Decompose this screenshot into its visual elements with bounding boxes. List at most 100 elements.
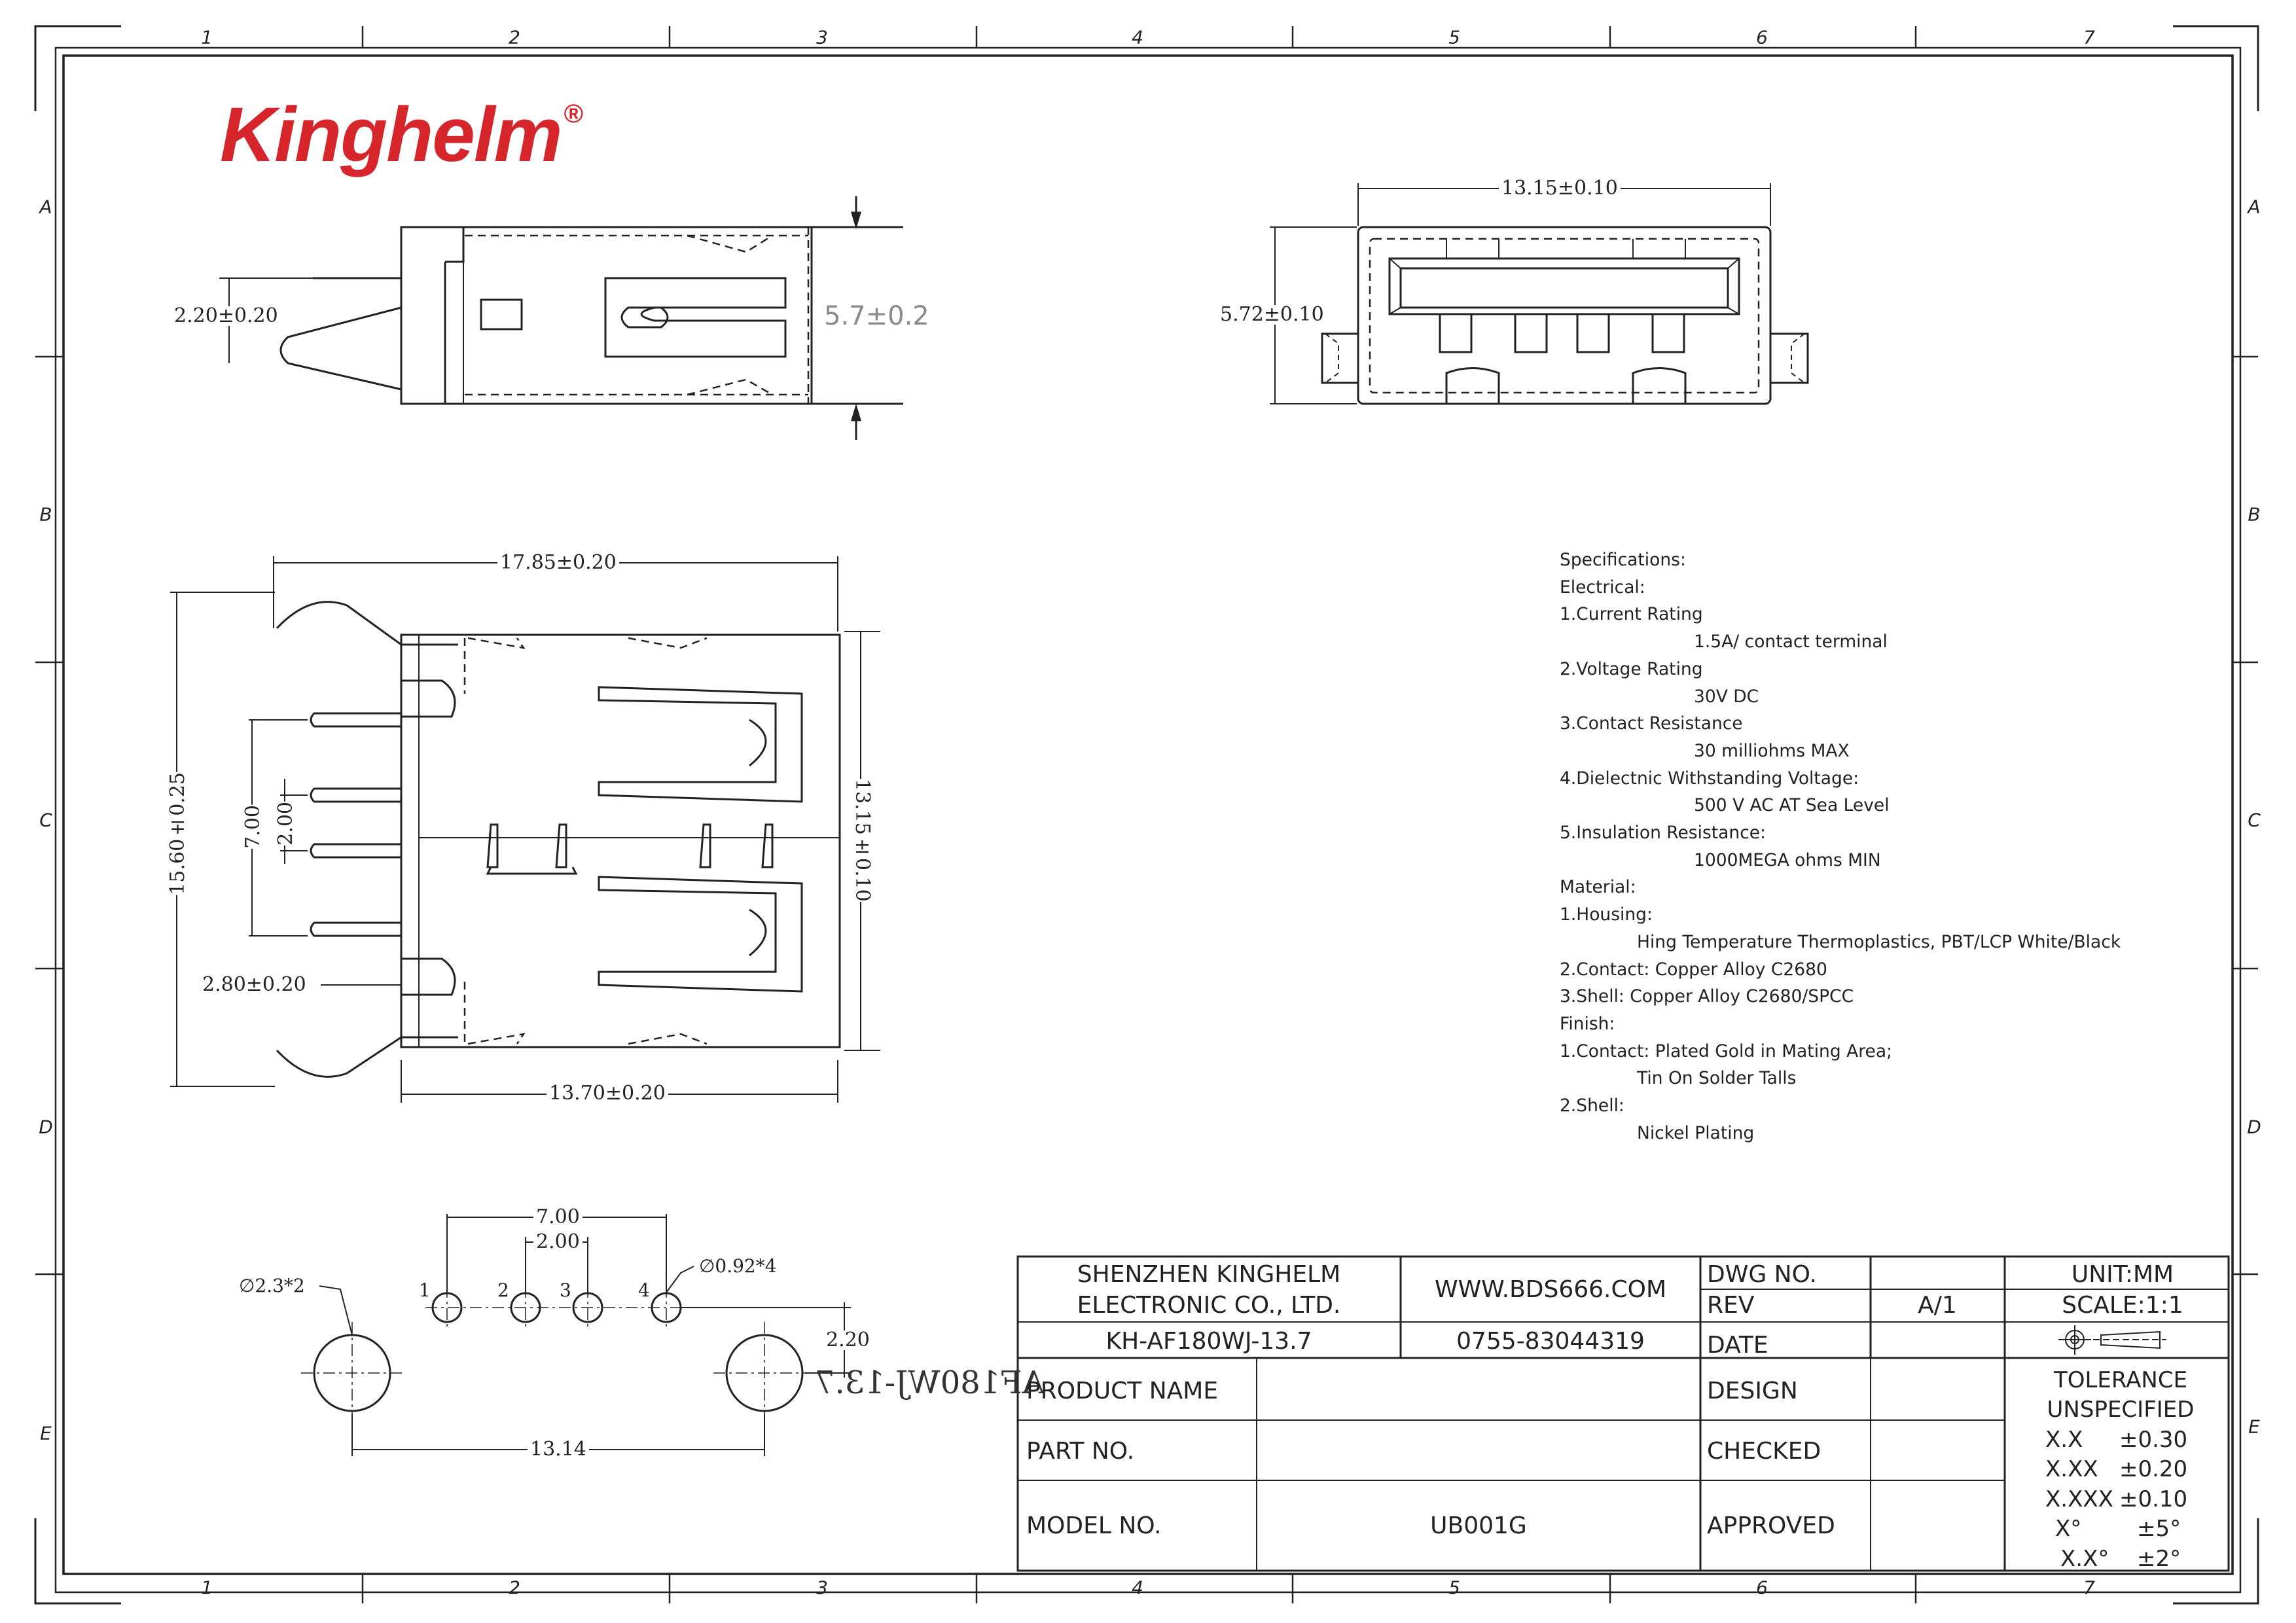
dim-pin-span: 7.00: [241, 805, 266, 849]
pin-label-2: 2: [497, 1279, 509, 1301]
spec-line: 2.Shell:: [1560, 1096, 1624, 1116]
zone-col-1-bottom: 1: [201, 1577, 213, 1599]
zone-col-3-bottom: 3: [816, 1577, 828, 1599]
zone-row-c: C: [39, 809, 52, 831]
dim-body-length: 13.70±0.20: [547, 1084, 668, 1103]
spec-line: 1.Housing:: [1560, 904, 1653, 925]
zone-col-5: 5: [1448, 26, 1460, 48]
tolerance-key: X.X: [2045, 1427, 2083, 1453]
tolerance-title-1: TOLERANCE: [2053, 1367, 2188, 1393]
spec-line: 1.5A/ contact terminal: [1694, 632, 1888, 652]
dim-front-height: 5.72±0.10: [1217, 305, 1327, 325]
website: WWW.BDS666.COM: [1434, 1276, 1667, 1303]
date-label: DATE: [1707, 1332, 1768, 1359]
dim-pin-pitch: 2.00: [274, 802, 298, 846]
spec-line: Hing Temperature Thermoplastics, PBT/LCP…: [1637, 931, 2121, 952]
tolerance-value: ±2°: [2137, 1546, 2181, 1572]
zone-row-b: B: [39, 503, 52, 526]
dwg-no-label: DWG NO.: [1707, 1261, 1817, 1288]
zone-col-1: 1: [201, 26, 213, 48]
kinghelm-logo: Kinghelm®: [220, 90, 584, 179]
zone-row-b-right: B: [2248, 503, 2261, 526]
phone: 0755-83044319: [1456, 1328, 1645, 1355]
spec-line: 4.Dielectnic Withstanding Voltage:: [1560, 768, 1859, 789]
spec-line: 500 V AC AT Sea Level: [1694, 795, 1890, 816]
tolerance-title-2: UNSPECIFIED: [2047, 1397, 2195, 1423]
zone-col-7-bottom: 7: [2083, 1577, 2095, 1599]
spec-line: 2.Contact: Copper Alloy C2680: [1560, 959, 1827, 980]
dim-fp-pitch: 2.00: [533, 1232, 583, 1252]
model-no-value: UB001G: [1430, 1512, 1527, 1539]
spec-line: 1000MEGA ohms MIN: [1694, 849, 1881, 870]
rev-value: A/1: [1918, 1292, 1957, 1319]
mirrored-part-text: AF180WJ-13.7: [815, 1364, 1045, 1401]
model-no-label: MODEL NO.: [1026, 1512, 1162, 1539]
dim-top-width: 15.60±0.25: [166, 772, 190, 895]
tolerance-key: X.XXX: [2045, 1486, 2113, 1512]
front-view: [1270, 183, 1809, 405]
zone-row-c-right: C: [2248, 809, 2261, 831]
spec-line: 3.Shell: Copper Alloy C2680/SPCC: [1560, 986, 1854, 1007]
spec-line: Material:: [1560, 877, 1636, 898]
zone-col-6-bottom: 6: [1756, 1577, 1768, 1599]
small-hole-label: ∅0.92*4: [699, 1255, 777, 1277]
zone-col-6: 6: [1756, 26, 1768, 48]
zone-row-a-right: A: [2248, 196, 2261, 218]
spec-line: 2.Voltage Rating: [1560, 658, 1703, 679]
spec-line: 1.Contact: Plated Gold in Mating Area;: [1560, 1041, 1893, 1061]
zone-row-a: A: [39, 196, 52, 218]
spec-line: 30V DC: [1694, 686, 1759, 707]
zone-col-5-bottom: 5: [1448, 1577, 1460, 1599]
zone-col-7: 7: [2083, 26, 2095, 48]
company-line-1: SHENZHEN KINGHELM: [1077, 1261, 1341, 1288]
spec-line: 3.Contact Resistance: [1560, 713, 1743, 734]
part-no-label: PART NO.: [1026, 1438, 1135, 1465]
zone-row-d: D: [39, 1116, 53, 1138]
spec-line: Finish:: [1560, 1013, 1615, 1034]
side-view: [219, 196, 903, 440]
tolerance-key: X.XX: [2045, 1456, 2098, 1482]
title-block: [1016, 1255, 2230, 1572]
dim-fp-pitch-total: 7.00: [533, 1207, 583, 1227]
tolerance-value: ±0.20: [2119, 1456, 2188, 1482]
spec-line: 30 milliohms MAX: [1694, 740, 1850, 761]
zone-col-4: 4: [1132, 26, 1143, 48]
registered-mark: ®: [564, 99, 584, 128]
zone-row-e: E: [40, 1422, 52, 1444]
spec-line: Specifications:: [1560, 550, 1686, 570]
spec-line: Electrical:: [1560, 577, 1645, 597]
pin-label-3: 3: [560, 1279, 571, 1301]
top-view: [170, 556, 880, 1103]
tolerance-value: ±0.10: [2119, 1486, 2188, 1512]
zone-col-2: 2: [509, 26, 520, 48]
dim-top-length: 17.85±0.20: [497, 553, 619, 573]
dim-side-total: 5.7±0.2: [821, 303, 932, 329]
dim-fp-span: 13.14: [528, 1440, 589, 1459]
design-label: DESIGN: [1707, 1378, 1798, 1404]
dim-side-height: 2.20±0.20: [171, 306, 281, 326]
pin-label-1: 1: [419, 1279, 431, 1301]
zone-col-4-bottom: 4: [1132, 1577, 1143, 1599]
zone-col-2-bottom: 2: [509, 1577, 520, 1599]
rev-label: REV: [1707, 1292, 1755, 1319]
tolerance-key: X.X°: [2060, 1546, 2109, 1572]
logo-text: Kinghelm: [220, 92, 563, 178]
specifications: Specifications: Electrical: 1.Current Rati…: [1560, 546, 2121, 1147]
spec-line: Tin On Solder Talls: [1637, 1068, 1797, 1089]
checked-label: CHECKED: [1707, 1438, 1821, 1465]
company-line-2: ELECTRONIC CO., LTD.: [1077, 1292, 1341, 1319]
scale: SCALE:1:1: [2062, 1292, 2183, 1319]
pin-label-4: 4: [638, 1279, 650, 1301]
spec-line: 5.Insulation Resistance:: [1560, 823, 1767, 844]
unit: UNIT:MM: [2071, 1261, 2174, 1288]
dim-tab-offset: 2.80±0.20: [200, 975, 309, 995]
tolerance-value: ±5°: [2137, 1516, 2181, 1542]
spec-line: Nickel Plating: [1637, 1122, 1755, 1143]
zone-row-d-right: D: [2247, 1116, 2261, 1138]
zone-col-3: 3: [816, 26, 828, 48]
approved-label: APPROVED: [1707, 1512, 1835, 1539]
zone-row-e-right: E: [2248, 1416, 2260, 1438]
spec-line: 1.Current Rating: [1560, 604, 1703, 625]
product-name-label: PRODUCT NAME: [1026, 1378, 1219, 1404]
big-hole-label: ∅2.3*2: [239, 1275, 305, 1296]
